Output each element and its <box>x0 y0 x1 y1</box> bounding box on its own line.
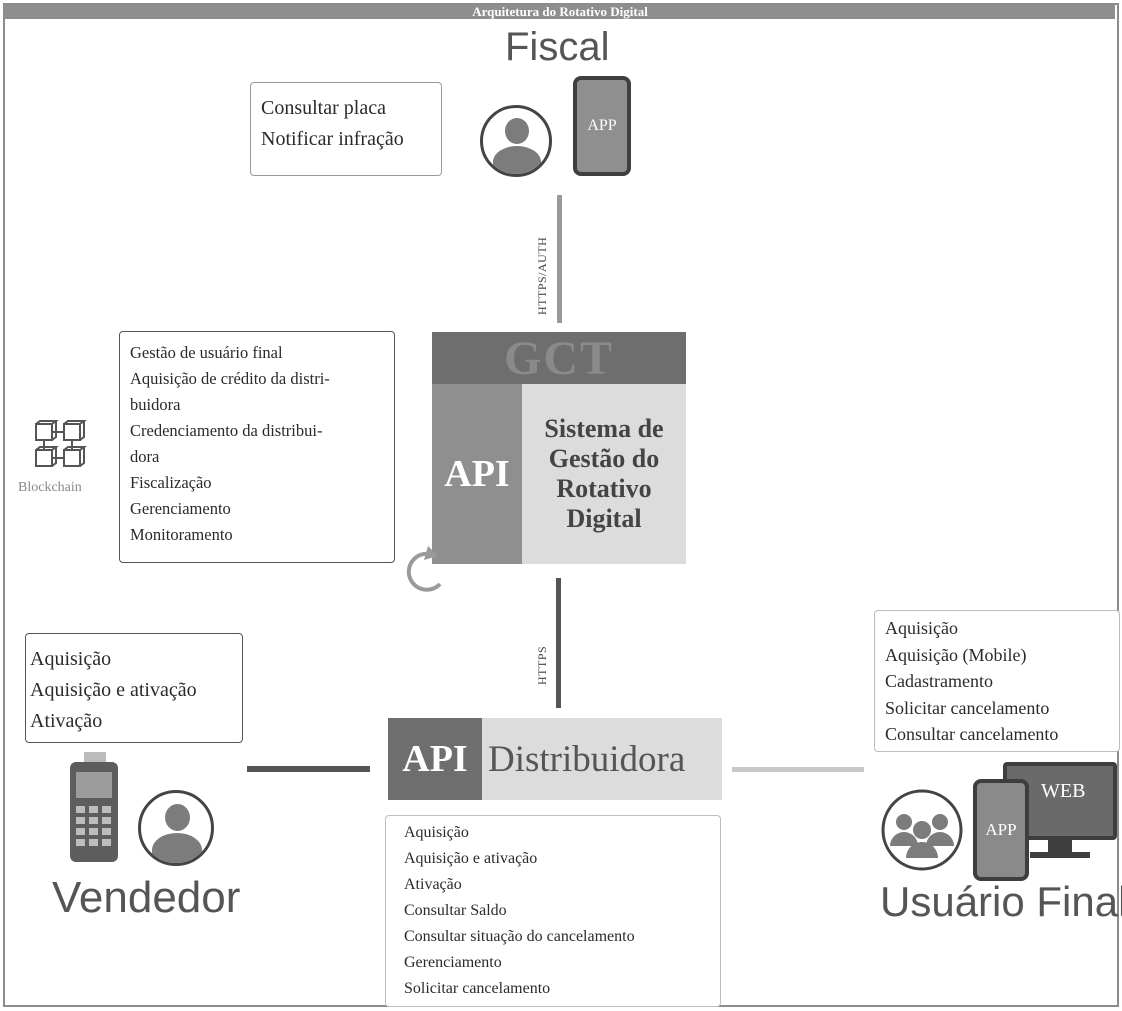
connector-gct-distribuidora <box>556 578 561 708</box>
usuario-final-function-item: Solicitar cancelamento <box>885 697 1050 718</box>
distribuidora-functions-list: Aquisição Aquisição e ativação Ativação … <box>404 820 720 1002</box>
fiscal-functions-list: Consultar placa Notificar infração <box>261 93 441 155</box>
distribuidora-function-item: Solicitar cancelamento <box>404 980 551 997</box>
user-group-icon <box>881 789 963 871</box>
fiscal-user-icon <box>480 105 552 177</box>
gct-function-item: Monitoramento <box>130 525 233 544</box>
gct-function-item: dora <box>130 447 160 466</box>
distribuidora-api-block: API <box>388 718 482 800</box>
connector-gct-distribuidora-label: HTTPS <box>535 645 549 685</box>
gct-system-name: Sistema de Gestão do Rotativo Digital <box>544 414 664 533</box>
usuario-final-function-item: Aquisição <box>885 618 958 638</box>
distribuidora-function-item: Aquisição e ativação <box>404 850 538 867</box>
vendedor-user-icon <box>138 790 214 866</box>
vendedor-function-item: Aquisição <box>30 648 112 670</box>
monitor-stand <box>1048 840 1072 854</box>
refresh-icon <box>406 546 442 592</box>
gct-header-label: GCT <box>503 331 614 385</box>
gct-api-label: API <box>444 453 510 495</box>
gct-functions-box: Gestão de usuário final Aquisição de cré… <box>119 331 395 563</box>
distribuidora-name-block: Distribuidora <box>482 718 722 800</box>
fiscal-app-label: APP <box>587 117 617 134</box>
fiscal-label: Fiscal <box>505 25 610 69</box>
web-label: WEB <box>1041 780 1086 802</box>
vendedor-functions-box: Aquisição Aquisição e ativação Ativação <box>25 633 243 743</box>
monitor-base <box>1030 852 1090 858</box>
gct-function-item: Fiscalização <box>130 473 212 492</box>
usuario-final-functions-list: Aquisição Aquisição (Mobile) Cadastramen… <box>885 615 1119 748</box>
vendedor-functions-list: Aquisição Aquisição e ativação Ativação <box>30 644 242 737</box>
user-phone-icon: APP <box>973 779 1029 881</box>
gct-functions-list: Gestão de usuário final Aquisição de cré… <box>130 340 394 548</box>
distribuidora-function-item: Ativação <box>404 876 462 893</box>
gct-function-item: buidora <box>130 395 181 414</box>
connector-fiscal-gct <box>557 195 562 323</box>
vendedor-function-item: Aquisição e ativação <box>30 679 197 701</box>
gct-function-item: Gestão de usuário final <box>130 343 283 362</box>
usuario-final-function-item: Aquisição (Mobile) <box>885 644 1027 665</box>
usuario-final-label: Usuário Final <box>880 878 1122 925</box>
distribuidora-function-item: Gerenciamento <box>404 954 502 971</box>
gct-function-item: Credenciamento da distribui- <box>130 421 323 440</box>
fiscal-phone-icon: APP <box>573 76 631 176</box>
usuario-final-functions-box: Aquisição Aquisição (Mobile) Cadastramen… <box>874 610 1120 752</box>
connector-distribuidora-usuario-final <box>732 767 864 772</box>
distribuidora-function-item: Consultar situação do cancelamento <box>404 928 635 945</box>
blockchain-icon <box>35 420 87 467</box>
usuario-final-function-item: Cadastramento <box>885 671 993 691</box>
distribuidora-api-label: API <box>402 738 468 780</box>
gct-header: GCT <box>432 331 686 385</box>
distribuidora-function-item: Consultar Saldo <box>404 902 507 919</box>
gct-system-block: Sistema de Gestão do Rotativo Digital <box>522 384 686 564</box>
connector-fiscal-gct-label: HTTPS/AUTH <box>535 236 549 315</box>
gct-api-block: API <box>432 384 522 564</box>
usuario-final-function-item: Consultar cancelamento <box>885 724 1059 744</box>
fiscal-functions-box: Consultar placa Notificar infração <box>250 82 442 176</box>
distribuidora-functions-box: Aquisição Aquisição e ativação Ativação … <box>385 815 721 1007</box>
gct-function-item: Aquisição de crédito da distri- <box>130 369 330 388</box>
distribuidora-name: Distribuidora <box>488 738 686 780</box>
user-app-label: APP <box>985 820 1017 839</box>
vendedor-function-item: Ativação <box>30 710 103 732</box>
gct-function-item: Gerenciamento <box>130 499 231 518</box>
diagram-title: Arquitetura do Rotativo Digital <box>5 5 1115 19</box>
vendedor-label: Vendedor <box>52 873 241 922</box>
distribuidora-function-item: Aquisição <box>404 824 469 841</box>
fiscal-function-item: Consultar placa <box>261 97 386 119</box>
connector-vendedor-distribuidora <box>247 766 370 772</box>
fiscal-function-item: Notificar infração <box>261 128 404 150</box>
blockchain-label: Blockchain <box>18 480 82 495</box>
pos-terminal-icon <box>70 752 118 862</box>
